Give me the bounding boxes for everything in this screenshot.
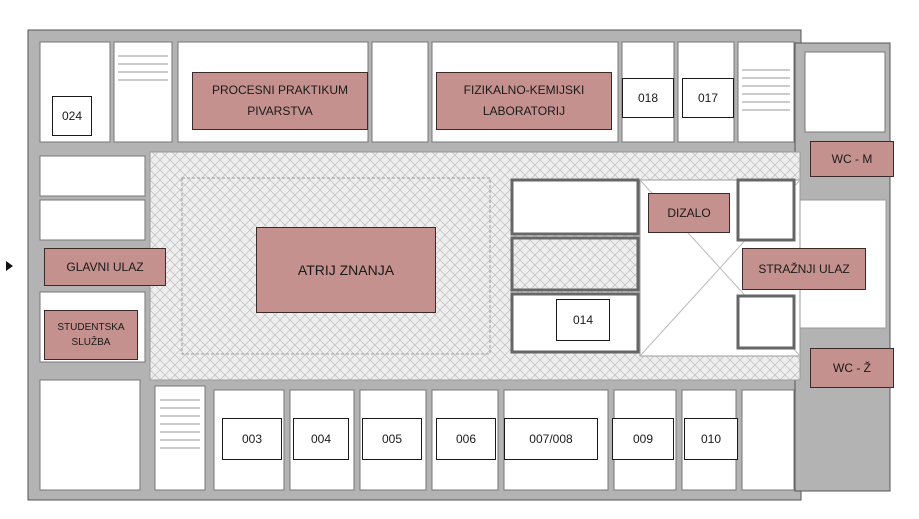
room-024[interactable]: 024 bbox=[52, 96, 92, 136]
room-fizikalno-kemijski[interactable]: FIZIKALNO-KEMIJSKI LABORATORIJ bbox=[436, 72, 612, 130]
room-stairs-top-space bbox=[113, 41, 173, 143]
room-009[interactable]: 009 bbox=[612, 418, 674, 460]
room-wc-z[interactable]: WC - Ž bbox=[810, 348, 894, 388]
room-024-space bbox=[39, 41, 111, 143]
room-dizalo[interactable]: DIZALO bbox=[648, 193, 730, 233]
room-017[interactable]: 017 bbox=[682, 78, 734, 118]
room-straznji-ulaz[interactable]: STRAŽNJI ULAZ bbox=[742, 248, 866, 290]
room-left-1-space bbox=[39, 155, 146, 197]
room-bottom-left-space bbox=[39, 379, 141, 491]
room-block-top-space bbox=[510, 178, 640, 236]
room-007-008[interactable]: 007/008 bbox=[504, 418, 598, 460]
room-left-2-space bbox=[39, 199, 146, 241]
entrance-arrow-icon bbox=[6, 261, 13, 271]
room-wc-m[interactable]: WC - M bbox=[810, 141, 894, 177]
room-018[interactable]: 018 bbox=[622, 78, 674, 118]
room-stairs-right-space bbox=[737, 41, 795, 143]
stairs-bottom-space bbox=[154, 385, 206, 491]
room-glavni-ulaz[interactable]: GLAVNI ULAZ bbox=[44, 248, 166, 286]
room-bottom-right-space bbox=[741, 389, 795, 491]
room-east-top-space bbox=[804, 51, 886, 133]
elevator-shaft bbox=[736, 178, 796, 242]
room-block-mid-space bbox=[510, 236, 640, 292]
room-006[interactable]: 006 bbox=[436, 418, 496, 460]
room-atrij-znanja[interactable]: ATRIJ ZNANJA bbox=[256, 227, 436, 313]
small-shaft bbox=[736, 294, 796, 350]
room-014[interactable]: 014 bbox=[556, 299, 610, 341]
atrium-inner-border bbox=[181, 177, 491, 355]
room-005[interactable]: 005 bbox=[362, 418, 422, 460]
room-mid-top-space bbox=[371, 41, 429, 143]
room-procesni-praktikum[interactable]: PROCESNI PRAKTIKUM PIVARSTVA bbox=[192, 72, 368, 130]
room-004[interactable]: 004 bbox=[293, 418, 349, 460]
room-003[interactable]: 003 bbox=[222, 418, 282, 460]
room-studentska-sluzba[interactable]: STUDENTSKA SLUŽBA bbox=[44, 310, 138, 360]
stair-treads bbox=[118, 55, 790, 449]
room-010[interactable]: 010 bbox=[684, 418, 738, 460]
